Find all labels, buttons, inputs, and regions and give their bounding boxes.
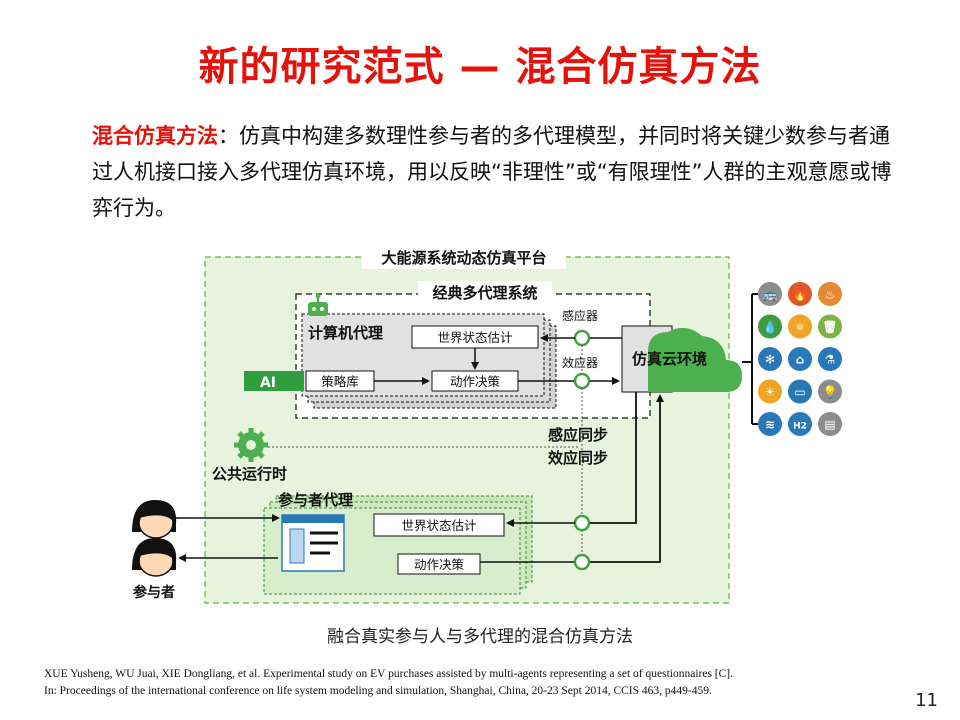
sun-icon: ☀: [758, 379, 782, 404]
reference-line: XUE Yusheng, WU Juai, XIE Dongliang, et …: [44, 668, 734, 680]
participants-label: 参与者: [133, 584, 175, 601]
person-icon: [132, 500, 177, 539]
reference-block: XUE Yusheng, WU Juai, XIE Dongliang, et …: [44, 666, 924, 700]
sensor-label: 感应器: [562, 308, 598, 323]
svg-text:▭: ▭: [794, 385, 805, 399]
hydrogen-icon: H2: [788, 412, 812, 436]
page-number: 11: [915, 690, 938, 711]
runtime-label: 公共运行时: [212, 465, 287, 483]
person-icon: [132, 538, 177, 577]
user-interface-icon: [281, 514, 345, 572]
svg-text:🗑: 🗑: [822, 320, 837, 334]
svg-text:💧: 💧: [763, 320, 778, 334]
robot-icon: [308, 293, 328, 316]
svg-text:▤: ▤: [824, 418, 835, 432]
bulb-icon: 💡: [818, 379, 842, 404]
atom-icon: ⚛: [788, 314, 812, 339]
svg-text:H2: H2: [793, 422, 807, 432]
svg-text:✻: ✻: [765, 353, 775, 367]
svg-text:⚛: ⚛: [795, 320, 806, 334]
trash-icon: 🗑: [818, 314, 842, 339]
heating-icon: ♨: [818, 282, 842, 306]
svg-text:⌂: ⌂: [796, 353, 805, 367]
svg-text:♨: ♨: [825, 288, 836, 302]
sensor-sync-node: [573, 329, 591, 347]
ai-tag: [244, 371, 304, 391]
svg-text:💡: 💡: [823, 385, 838, 399]
participant-action-label: 动作决策: [414, 557, 465, 572]
intro-text: ：仿真中构建多数理性参与者的多代理模型，并同时将关键少数参与者通过人机接口接入多…: [92, 124, 892, 220]
action-label: 动作决策: [450, 374, 501, 389]
svg-text:⚗: ⚗: [825, 353, 836, 367]
mas-label: 经典多代理系统: [432, 284, 537, 302]
slide-title: 新的研究范式 — 混合仿真方法: [198, 44, 762, 90]
wave-icon: ≋: [758, 412, 782, 436]
meter-icon: ▤: [818, 412, 842, 436]
cloud-icon: [648, 327, 742, 392]
reference-line: In: Proceedings of the international con…: [44, 685, 712, 697]
effector-label: 效应器: [562, 355, 598, 370]
svg-text:☀: ☀: [765, 385, 776, 399]
intro-paragraph: 混合仿真方法：仿真中构建多数理性参与者的多代理模型，并同时将关键少数参与者通过人…: [92, 118, 892, 226]
ai-label: AI: [260, 375, 276, 391]
participant-world-state-label: 世界状态估计: [401, 518, 476, 533]
strategy-label: 策略库: [321, 374, 359, 389]
wind-turbine-icon: ✻: [758, 347, 782, 371]
gear-icon: [234, 428, 268, 462]
participant-sensor-sync-node: [573, 514, 591, 532]
svg-text:🚌: 🚌: [763, 288, 778, 302]
sync-label-1: 感应同步: [548, 426, 608, 444]
participant-action-box: [397, 553, 481, 575]
svg-text:≋: ≋: [765, 418, 775, 432]
participant-agent-label: 参与者代理: [278, 491, 353, 509]
ev-bus-icon: 🚌: [758, 282, 782, 306]
computer-agent-label: 计算机代理: [308, 324, 383, 342]
svg-text:🔥: 🔥: [793, 288, 808, 302]
participant-effector-to-cloud-arrow: [590, 394, 664, 563]
water-drop-icon: 💧: [758, 314, 782, 339]
mas-label-bg: [418, 281, 552, 305]
platform-label: 大能源系统动态仿真平台: [381, 249, 546, 267]
participant-effector-sync-node: [573, 553, 591, 571]
diagram-caption: 融合真实参与人与多代理的混合仿真方法: [327, 627, 633, 647]
flask-icon: ⚗: [818, 347, 842, 371]
fire-icon: 🔥: [788, 282, 812, 306]
platform-label-bg: [362, 245, 566, 269]
cloud-env-label: 仿真云环境: [632, 350, 707, 368]
participant-world-state-box: [373, 513, 505, 537]
battery-car-icon: ▭: [788, 379, 812, 404]
world-state-label: 世界状态估计: [437, 330, 512, 345]
cloud-to-participant-sensor-line: [590, 392, 637, 524]
intro-lead: 混合仿真方法: [92, 124, 218, 148]
energy-icon-grid: 🚌 🔥 ♨ 💧 ⚛ 🗑 ✻ ⌂ ⚗ ☀ ▭ 💡 ≋ H2 ▤: [758, 282, 842, 436]
house-grid-icon: ⌂: [788, 347, 812, 371]
sync-label-2: 效应同步: [548, 449, 608, 467]
effector-sync-node: [573, 372, 591, 390]
